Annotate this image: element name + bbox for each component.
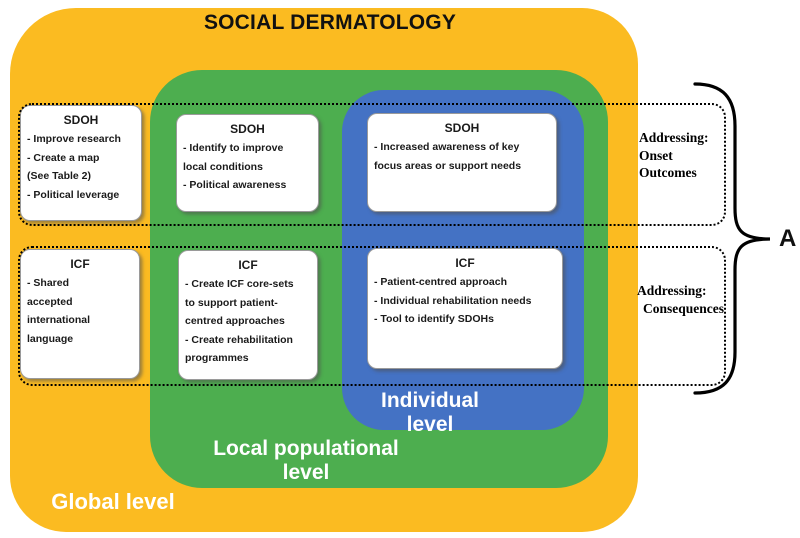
box-line: - Create a map	[27, 151, 100, 164]
box-line: programmes	[185, 352, 249, 364]
box-heading: SDOH	[230, 122, 265, 136]
box-heading: ICF	[70, 257, 90, 271]
box-line: - Shared	[27, 277, 70, 289]
brace-label: A	[779, 225, 797, 252]
box-line: focus areas or support needs	[374, 159, 522, 172]
diagram-title: SOCIAL DERMATOLOGY	[203, 11, 457, 34]
box-line: - Political leverage	[27, 188, 120, 201]
box-line: language	[27, 332, 74, 345]
box-line: - Tool to identify SDOHs	[374, 313, 494, 325]
box-line: - Create rehabilitation	[185, 333, 293, 346]
box-line: - Identify to improve	[183, 142, 284, 154]
box-line: - Political awareness	[183, 179, 287, 191]
local-icf-box: ICF - Create ICF core-sets to support pa…	[178, 250, 318, 380]
box-line: centred approaches	[185, 315, 285, 327]
global-icf-box: ICF - Shared accepted international lang…	[20, 249, 140, 379]
annotation-line: Addressing:	[639, 130, 709, 145]
box-heading: SDOH	[63, 113, 99, 127]
local-populational-level-label: Local populational level	[213, 437, 399, 484]
box-heading: ICF	[455, 256, 475, 270]
box-line: - Increased awareness of key	[374, 141, 520, 153]
local-sdoh-box: SDOH - Identify to improve local conditi…	[176, 114, 319, 212]
annotation-line: Addressing:	[637, 283, 707, 298]
individual-icf-box: ICF - Patient-centred approach - Individ…	[367, 248, 563, 369]
box-line: - Individual rehabilitation needs	[374, 294, 532, 307]
box-line: - Create ICF core-sets	[185, 278, 294, 290]
individual-sdoh-box: SDOH - Increased awareness of key focus …	[367, 113, 557, 212]
box-line: - Patient-centred approach	[374, 276, 508, 288]
box-heading: ICF	[238, 258, 258, 272]
annotation-line: Onset	[639, 147, 673, 163]
annotation-line: Consequences	[643, 300, 725, 316]
addressing-onset-outcomes-label: Addressing: Onset Outcomes	[639, 129, 709, 182]
box-line: accepted	[27, 295, 73, 308]
box-line: - Improve research	[27, 133, 121, 145]
box-line: to support patient-	[185, 296, 278, 309]
annotation-line: Outcomes	[639, 165, 697, 180]
global-sdoh-box: SDOH - Improve research - Create a map (…	[20, 105, 142, 221]
box-line: (See Table 2)	[27, 170, 91, 182]
box-line: international	[27, 314, 91, 326]
individual-level-label: Individual level	[380, 389, 479, 436]
curly-brace-icon	[693, 82, 771, 395]
global-level-label: Global level	[51, 489, 175, 514]
box-line: local conditions	[183, 160, 263, 173]
addressing-consequences-label: Addressing: Consequences	[637, 282, 724, 317]
box-heading: SDOH	[444, 121, 480, 135]
